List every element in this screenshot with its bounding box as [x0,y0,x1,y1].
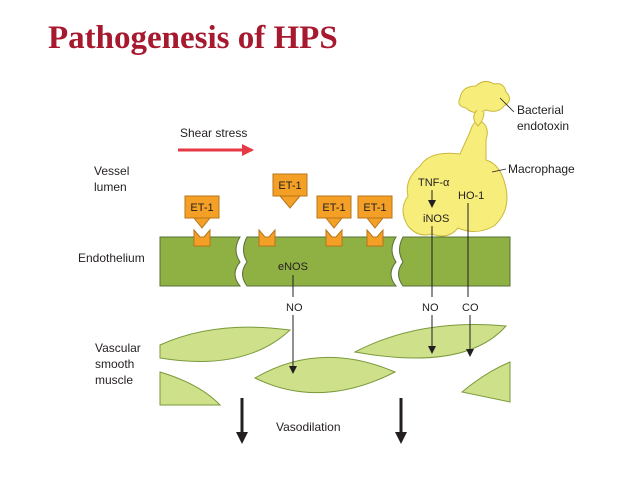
endothelium-label: Endothelium [78,251,145,265]
vascular-label-line3: muscle [95,373,133,387]
vasodilation-arrow-right [395,398,407,444]
macrophage-leader-line [491,168,507,173]
muscle-cell-3 [353,324,508,359]
macrophage-label: Macrophage [508,162,575,176]
muscle-cell-5 [460,361,511,403]
et1-free: ET-1 [272,173,308,209]
vascular-label-line2: smooth [95,357,134,371]
endotoxin-link [473,109,485,127]
muscle-cell-1 [159,326,292,362]
enos-label: eNOS [278,261,308,273]
ho1-label: HO-1 [458,190,484,202]
et1-label-free: ET-1 [278,180,301,192]
et1-label-3: ET-1 [363,202,386,214]
vasodilation-label: Vasodilation [276,420,341,434]
vessel-lumen-label-line1: Vessel [94,164,129,178]
shear-stress-label: Shear stress [180,126,247,140]
co-label: CO [462,302,479,314]
et1-label-1: ET-1 [190,202,213,214]
bacterial-endotoxin-blob [458,80,510,114]
endothelium-band [159,236,511,287]
tnf-alpha-label: TNF-α [418,177,450,189]
et1-empty-receptor [258,228,276,247]
no-right-label: NO [422,302,439,314]
vasodilation-arrow-left [236,398,248,444]
smooth-muscle-layer [159,324,511,406]
bacterial-endotoxin-label-line2: endotoxin [517,119,569,133]
et1-label-2: ET-1 [322,202,345,214]
muscle-cell-4 [159,371,222,406]
vascular-label-line1: Vascular [95,341,141,355]
et1-bound-1: ET-1 [184,195,220,247]
slide-title: Pathogenesis of HPS [48,20,338,56]
muscle-cell-2 [253,356,397,394]
inos-label: iNOS [423,213,449,225]
no-left-label: NO [286,302,303,314]
vessel-lumen-label-line2: lumen [94,180,127,194]
et1-bound-3: ET-1 [357,195,393,247]
bacterial-endotoxin-label-line1: Bacterial [517,103,564,117]
et1-bound-2: ET-1 [316,195,352,247]
endotoxin-leader-line [499,97,515,113]
